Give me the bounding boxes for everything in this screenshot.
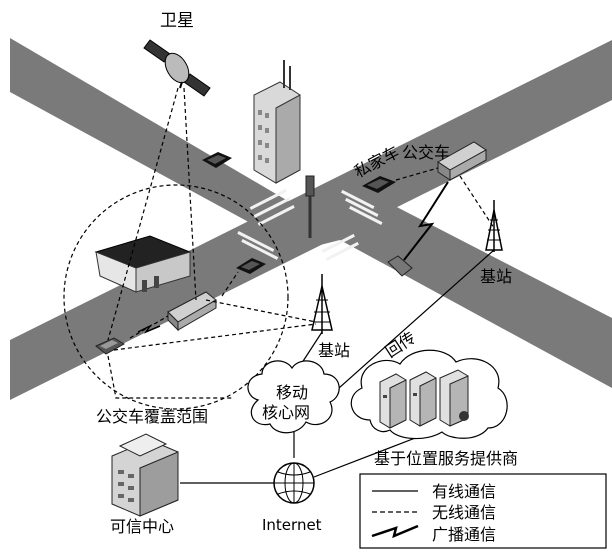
mobile-core-label-line1: 移动 <box>276 383 308 402</box>
base-station-right-label: 基站 <box>480 267 512 286</box>
office-tower-icon <box>254 60 300 183</box>
base-station-right-icon <box>486 200 502 252</box>
legend: 有线通信 无线通信 广播通信 <box>360 474 606 548</box>
base-station-center-label: 基站 <box>318 341 350 360</box>
trusted-center-building-icon <box>112 434 178 516</box>
legend-wired-label: 有线通信 <box>432 482 496 501</box>
internet-globe-icon <box>274 463 314 503</box>
bus-label: 公交车 <box>402 143 450 162</box>
legend-wireless-label: 无线通信 <box>432 503 496 522</box>
mobile-core-label-line2: 核心网 <box>262 403 310 422</box>
lbs-provider-label: 基于位置服务提供商 <box>374 449 518 468</box>
internet-label: Internet <box>262 516 322 534</box>
base-station-center-icon <box>312 274 332 334</box>
satellite-icon <box>144 40 210 96</box>
bus-coverage-label: 公交车覆盖范围 <box>96 407 208 426</box>
trusted-center-label: 可信中心 <box>110 517 174 536</box>
satellite-label: 卫星 <box>160 11 194 31</box>
legend-broadcast-label: 广播通信 <box>432 525 496 544</box>
server-rack-icon <box>380 370 469 428</box>
